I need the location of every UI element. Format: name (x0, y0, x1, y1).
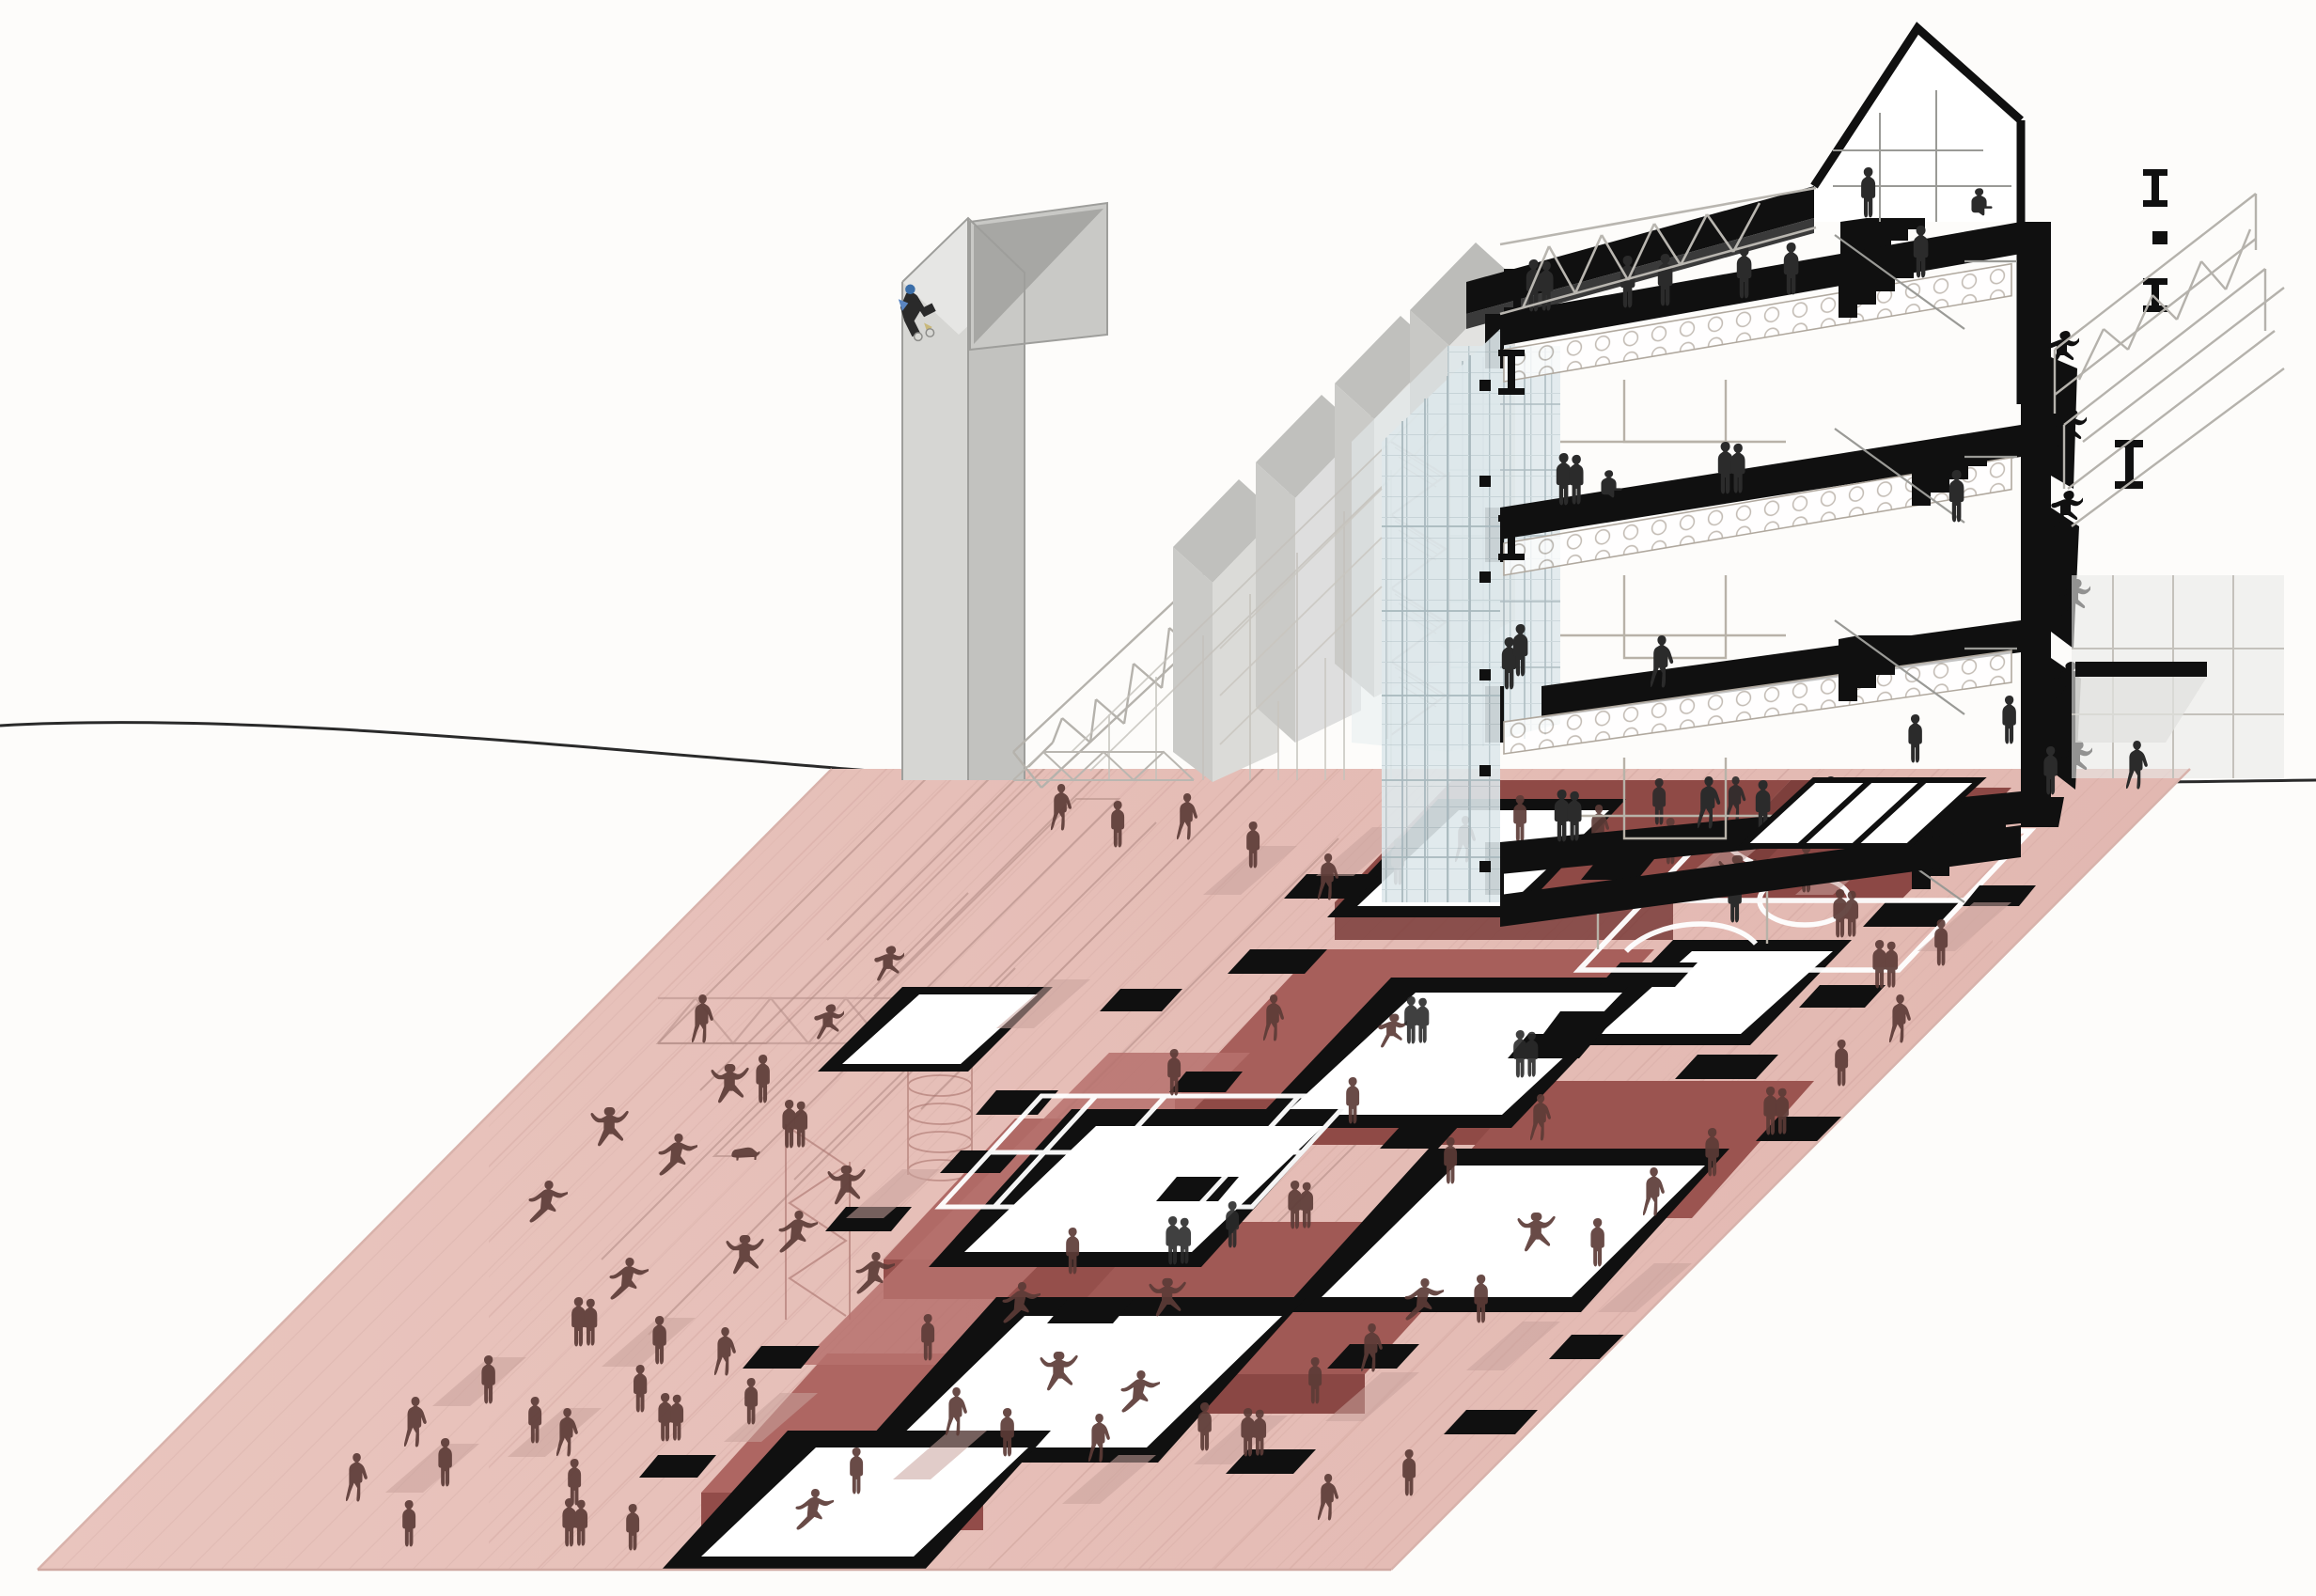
courtyard-void-7 (701, 1447, 1028, 1557)
tower-cut-shadow (974, 209, 1103, 344)
section-ground-level (1500, 741, 2148, 927)
canopy-slab (2075, 662, 2207, 677)
tower-edges (901, 216, 1025, 780)
courtyard-void-1 (842, 994, 1038, 1064)
drawing-title: Architectural Section Perspective (11, 8, 232, 24)
party-wall-label: heavy poché party wall with climbing rou… (11, 121, 293, 137)
canopy-truss (2053, 193, 2285, 778)
i-beam-section-markers (1498, 169, 2167, 560)
courtyard-void-5 (1322, 1166, 1705, 1297)
tower-right-face (968, 218, 1025, 780)
courtyard-label: white plan voids cut into the ground pla… (10, 159, 289, 175)
drawing-subtitle: Sports and Civic Complex — Longitudinal … (11, 27, 519, 43)
hollow-core-bands (1503, 262, 2012, 755)
basketball-court-label: basketball court line marking (11, 178, 202, 194)
facade-ghost-extension (1219, 488, 1383, 780)
curtain-wall (1382, 329, 1500, 902)
courtyard-void-4 (964, 1126, 1323, 1252)
hollow-core-L2 (1504, 650, 2011, 754)
tower-label: freestanding climbing / observation towe… (11, 46, 285, 62)
horizon-label: site horizon line (11, 234, 116, 250)
entrance-void (1743, 780, 1980, 846)
section-label: cut building volume — 5 occupied levels … (11, 84, 342, 100)
climbing-tower (898, 201, 1108, 780)
facade-brackets (1479, 380, 1491, 872)
upper-span-truss (1499, 186, 1817, 316)
hollow-core-L4 (1504, 263, 2011, 382)
gable-roof-line (1810, 22, 2024, 189)
ground-annotation: site plan embedded in tinted ground plan… (11, 272, 291, 288)
attic-ghost-lines (1833, 90, 2011, 222)
interior-partitions (1560, 380, 1786, 949)
hall-lower-truss (1012, 750, 1195, 782)
void-annotation: courtyard void (11, 309, 106, 325)
i-beam-section-marker (2143, 278, 2167, 312)
canopy-label: cantilevered lattice canopy to the right (11, 140, 264, 156)
i-beam-section-marker (2152, 231, 2167, 244)
i-beam-section-marker (1498, 350, 1525, 395)
courtyard-void-3 (1284, 993, 1634, 1115)
section-annotation: building section cut (11, 290, 140, 306)
canopy-underside (2075, 677, 2207, 743)
court-edge-markers (1169, 859, 2036, 1092)
hall-label: existing industrial hall with north-ligh… (11, 65, 468, 81)
tower-left-face (902, 218, 968, 780)
hollow-core-L3 (1504, 457, 2011, 575)
i-beam-section-marker (1504, 269, 1530, 314)
i-beam-section-marker (1498, 515, 1525, 560)
ground-slab (1500, 825, 2021, 927)
court-tennis (934, 1093, 1359, 1210)
section-block (1382, 22, 2167, 949)
courtyard-void-6 (889, 1316, 1282, 1447)
ground-plane-label: tinted ground / site plan plane (11, 253, 209, 269)
i-beam-section-marker (2143, 169, 2167, 207)
courtyard-voids (660, 799, 1852, 1570)
curtain-wall-label: full-height mullioned glazing, blue-tint… (11, 102, 275, 118)
ground-plane-outline (37, 768, 2191, 1572)
tower-opening-outline (969, 201, 1108, 352)
stair-ghost-lines (1834, 234, 2017, 903)
figures-label: scale figures — pedestrians, skaters, cl… (11, 215, 396, 231)
tennis-court-label: tennis / volleyball court line marking (11, 196, 249, 212)
slab-L3 (1500, 425, 2021, 540)
